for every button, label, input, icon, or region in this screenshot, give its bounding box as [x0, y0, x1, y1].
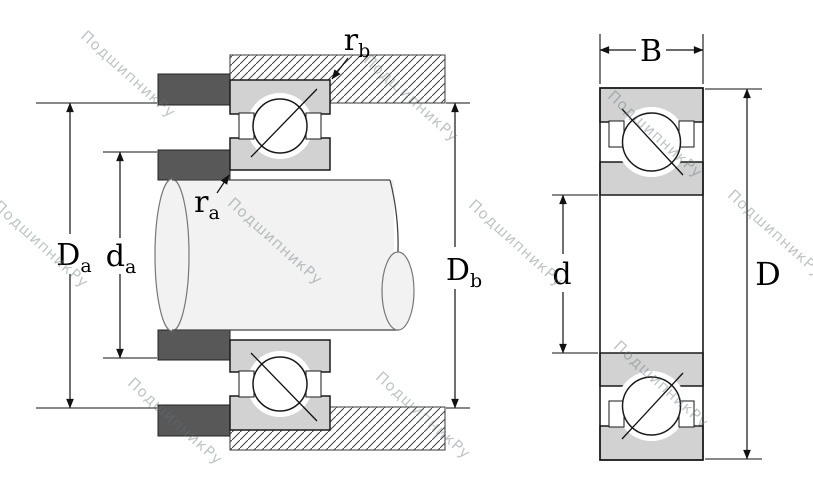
- label-subscript: b: [358, 40, 370, 62]
- dimension-label-d: d: [552, 257, 571, 292]
- label-subscript: a: [209, 202, 220, 224]
- bearing-section-top: [229, 79, 331, 171]
- label-main: B: [640, 34, 662, 69]
- shaft-body: [172, 180, 394, 330]
- cage-right: [305, 370, 322, 398]
- label-main: D: [755, 255, 781, 293]
- contact-angle-line: [621, 372, 684, 440]
- dimension-label-D: D: [755, 255, 781, 293]
- callout-rb: rb: [331, 23, 371, 80]
- bearing-outline: [599, 87, 704, 461]
- abutment-block-bottom-inner: [157, 329, 231, 361]
- dimension-da: da: [102, 151, 157, 359]
- dimension-label-rb: rb: [344, 23, 371, 62]
- cage-right: [678, 120, 695, 148]
- dimension-label-B: B: [640, 34, 662, 69]
- label-main: r: [344, 23, 359, 58]
- label-background: [548, 254, 578, 292]
- shaft-step-face: [381, 251, 415, 331]
- callout-ra: ra: [194, 174, 230, 224]
- dimension-label-Da: Da: [56, 238, 91, 277]
- label-subscript: a: [80, 255, 91, 277]
- abutment-block-bottom-outer: [157, 404, 231, 437]
- label-background: [636, 31, 666, 65]
- abutment-block-top-inner: [157, 149, 231, 181]
- abutment-block-top-outer: [157, 73, 231, 106]
- dimension-D: D: [705, 88, 781, 460]
- cage-left: [608, 400, 625, 428]
- label-main: r: [194, 185, 209, 220]
- cage-left: [238, 370, 255, 398]
- shaft-step-curve: [389, 179, 399, 253]
- dimension-Db: Db: [438, 102, 492, 409]
- leader-arrow: [331, 57, 349, 80]
- contact-angle-line: [250, 352, 318, 422]
- dimension-label-ra: ra: [194, 185, 220, 224]
- left-view-mounted-section: Da da Db ra rb: [36, 23, 492, 451]
- cage-right: [305, 112, 322, 140]
- label-subscript: a: [125, 256, 136, 278]
- label-subscript: b: [470, 270, 482, 292]
- shaft-end-face: [154, 178, 190, 332]
- shaft: [154, 178, 415, 332]
- cage-left: [238, 112, 255, 140]
- dimension-label-da: da: [106, 239, 137, 278]
- dimension-B: B: [599, 31, 704, 84]
- cage-left: [608, 120, 625, 148]
- dimension-d: d: [548, 194, 598, 354]
- bearing-bottom-internals: [608, 372, 695, 440]
- contact-angle-line: [621, 108, 684, 176]
- label-main: d: [552, 257, 571, 292]
- dimension-Da: Da: [36, 102, 157, 409]
- label-background: [102, 238, 140, 274]
- dimension-label-Db: Db: [446, 253, 482, 292]
- bearing-section-bottom: [229, 339, 331, 431]
- label-main: D: [56, 238, 80, 273]
- label-background: [438, 247, 492, 289]
- right-view-bearing-section: B d D: [548, 31, 781, 461]
- label-main: d: [106, 239, 125, 274]
- label-background: [52, 234, 98, 274]
- contact-angle-line: [250, 88, 318, 158]
- leader-arrow: [216, 174, 230, 194]
- label-main: D: [446, 253, 470, 288]
- bearing-top-internals: [608, 108, 695, 176]
